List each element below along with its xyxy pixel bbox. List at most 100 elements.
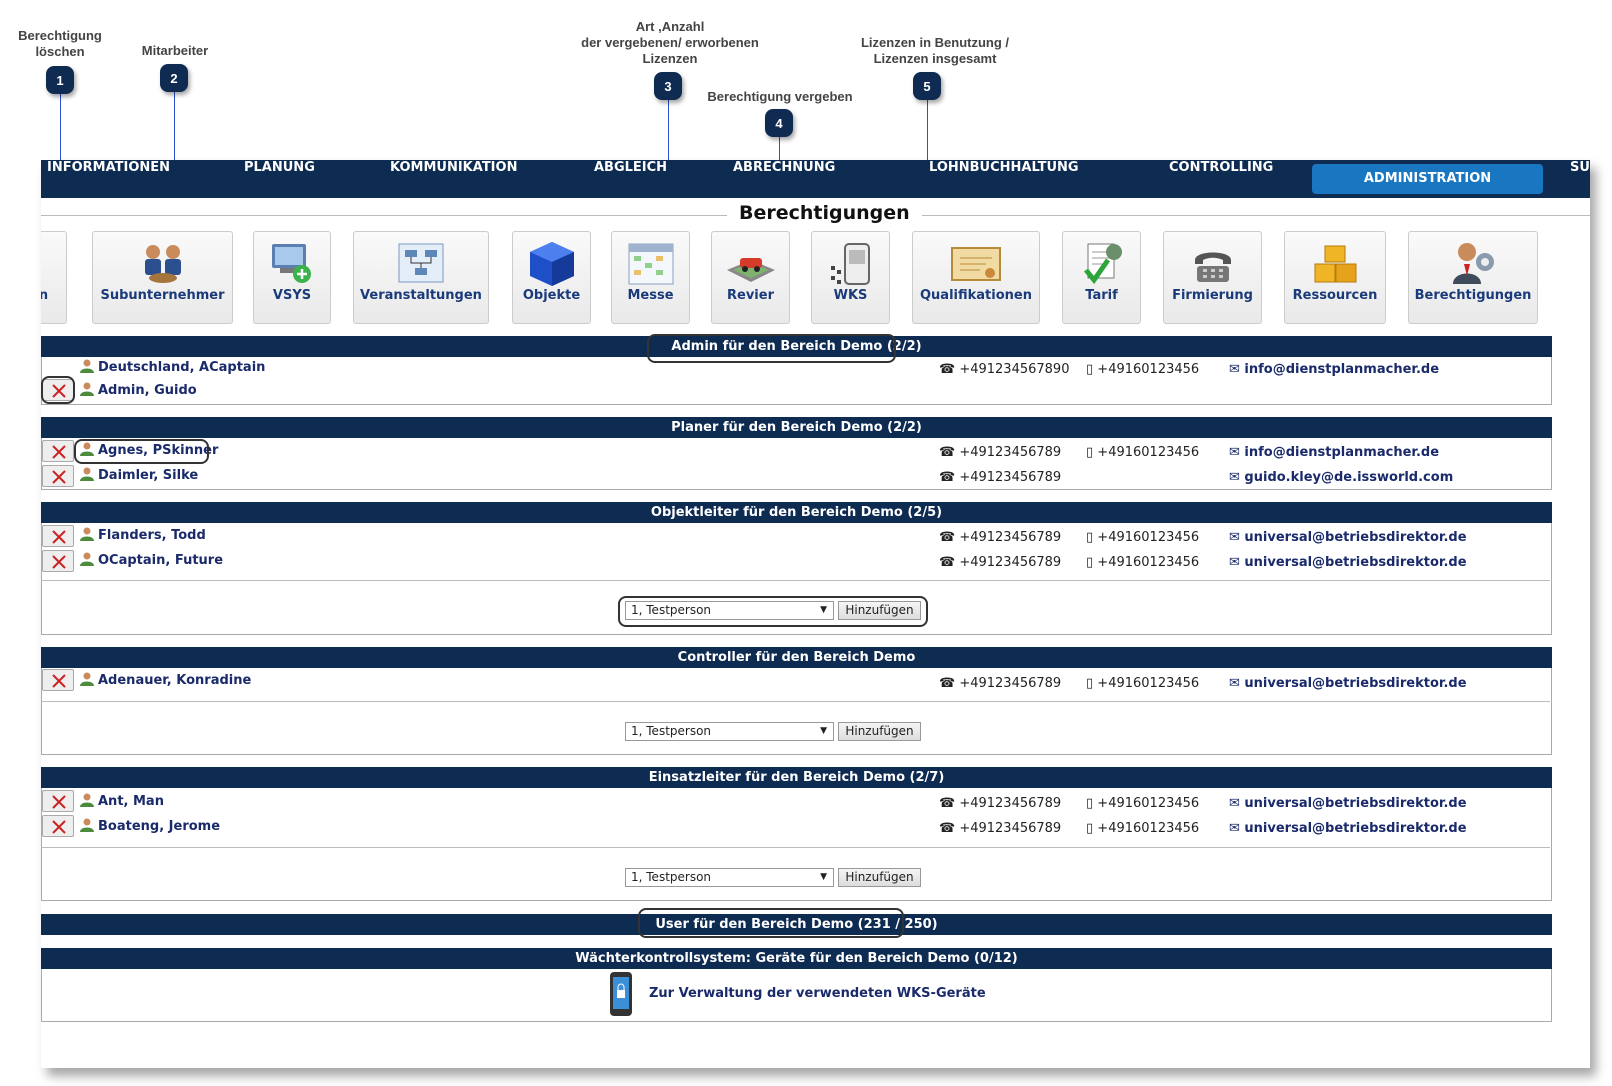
delete-button[interactable] bbox=[42, 790, 74, 812]
phone-number: ☎ +491234567890 bbox=[939, 362, 1069, 377]
tile-objekte[interactable]: Objekte bbox=[512, 231, 591, 324]
calendar-icon bbox=[628, 243, 673, 285]
email-link[interactable]: ✉ universal@betriebsdirektor.de bbox=[1229, 676, 1467, 691]
highlight-user-licenses bbox=[638, 908, 904, 938]
tile-vsys[interactable]: VSYS bbox=[253, 231, 331, 324]
delete-button[interactable] bbox=[42, 815, 74, 837]
email-link[interactable]: ✉ universal@betriebsdirektor.de bbox=[1229, 555, 1467, 570]
nav-abgleich[interactable]: ABGLEICH bbox=[594, 160, 668, 175]
tile-qualifikationen[interactable]: Qualifikationen bbox=[912, 231, 1040, 324]
mail-icon: ✉ bbox=[1229, 796, 1245, 811]
divider bbox=[41, 580, 1550, 581]
mail-icon: ✉ bbox=[1229, 362, 1245, 377]
email-link[interactable]: ✉ universal@betriebsdirektor.de bbox=[1229, 530, 1467, 545]
tile-label: Objekte bbox=[522, 288, 581, 303]
annotation-badge-2: 2 bbox=[160, 64, 188, 92]
mail-icon: ✉ bbox=[1229, 555, 1245, 570]
tile-wks[interactable]: WKS bbox=[811, 231, 890, 324]
wks-management-link[interactable]: Zur Verwaltung der verwendeten WKS-Gerät… bbox=[649, 986, 986, 1001]
email-link[interactable]: ✉ info@dienstplanmacher.de bbox=[1229, 445, 1439, 460]
tile-ressourcen[interactable]: Ressourcen bbox=[1284, 231, 1386, 324]
x-icon bbox=[52, 384, 66, 398]
tile-label: Subunternehmer bbox=[100, 288, 225, 303]
highlight-delete-button bbox=[41, 376, 75, 404]
user-icon bbox=[80, 818, 94, 832]
nav-planung[interactable]: PLANUNG bbox=[244, 160, 315, 175]
nav-administration[interactable]: ADMINISTRATION bbox=[1312, 164, 1543, 194]
employee-name[interactable]: Agnes, PSkinner bbox=[79, 442, 218, 458]
mobile-icon: ▯ bbox=[1086, 530, 1098, 545]
telephone-icon bbox=[1194, 252, 1231, 282]
add-button[interactable]: Hinzufügen bbox=[838, 868, 921, 887]
user-icon bbox=[80, 467, 94, 481]
employee-name[interactable]: Admin, Guido bbox=[79, 382, 197, 398]
email-text: universal@betriebsdirektor.de bbox=[1244, 796, 1467, 811]
employee-name-text: Flanders, Todd bbox=[98, 528, 206, 543]
tile-tarif[interactable]: Tarif bbox=[1062, 231, 1141, 324]
phone-icon: ☎ bbox=[939, 470, 960, 485]
add-button[interactable]: Hinzufügen bbox=[838, 722, 921, 741]
employee-name[interactable]: Flanders, Todd bbox=[79, 527, 206, 543]
email-link[interactable]: ✉ guido.kley@de.issworld.com bbox=[1229, 470, 1453, 485]
mobile-number: ▯ +49160123456 bbox=[1086, 530, 1199, 545]
email-link[interactable]: ✉ universal@betriebsdirektor.de bbox=[1229, 821, 1467, 836]
nav-lohnbuchhaltung[interactable]: LOHNBUCHHALTUNG bbox=[929, 160, 1079, 175]
tile-veranstaltungen[interactable]: Veranstaltungen bbox=[353, 231, 489, 324]
tile-label: en bbox=[41, 288, 49, 303]
section-body-einsatzleiter bbox=[41, 788, 1552, 901]
employee-name[interactable]: Adenauer, Konradine bbox=[79, 672, 251, 688]
phone-text: +49123456789 bbox=[959, 555, 1062, 570]
mobile-text: +49160123456 bbox=[1097, 362, 1200, 377]
app-frame: INFORMATIONEN PLANUNG KOMMUNIKATION ABGL… bbox=[41, 160, 1590, 1068]
mobile-icon: ▯ bbox=[1086, 821, 1098, 836]
phone-number: ☎ +49123456789 bbox=[939, 555, 1061, 570]
mobile-text: +49160123456 bbox=[1097, 821, 1200, 836]
tile-revier[interactable]: Revier bbox=[711, 231, 790, 324]
nav-informationen[interactable]: INFORMATIONEN bbox=[47, 160, 171, 175]
employee-select[interactable]: 1, Testperson▼ bbox=[625, 601, 834, 620]
nav-su[interactable]: SU bbox=[1570, 160, 1590, 175]
delete-button[interactable] bbox=[42, 525, 74, 547]
tile-partial[interactable]: en bbox=[41, 231, 67, 324]
delete-button[interactable] bbox=[42, 465, 74, 487]
main-nav: INFORMATIONEN PLANUNG KOMMUNIKATION ABGL… bbox=[41, 160, 1590, 198]
mobile-number: ▯ +49160123456 bbox=[1086, 362, 1199, 377]
employee-name[interactable]: Daimler, Silke bbox=[79, 467, 198, 483]
annotation-label-4: Berechtigung vergeben bbox=[707, 89, 853, 104]
highlight-employee bbox=[74, 439, 209, 464]
highlight-license-count bbox=[647, 334, 896, 363]
tile-subunternehmer[interactable]: Subunternehmer bbox=[92, 231, 233, 324]
mobile-icon: ▯ bbox=[1086, 676, 1098, 691]
divider bbox=[41, 847, 1550, 848]
email-link[interactable]: ✉ info@dienstplanmacher.de bbox=[1229, 362, 1439, 377]
phone-number: ☎ +49123456789 bbox=[939, 676, 1061, 691]
x-icon bbox=[52, 555, 66, 569]
delete-button[interactable] bbox=[42, 669, 74, 691]
wks-header: Wächterkontrollsystem: Geräte für den Be… bbox=[41, 948, 1552, 969]
tile-firmierung[interactable]: Firmierung bbox=[1163, 231, 1262, 324]
nav-abrechnung[interactable]: ABRECHNUNG bbox=[733, 160, 836, 175]
nav-controlling[interactable]: CONTROLLING bbox=[1169, 160, 1274, 175]
employee-name[interactable]: Ant, Man bbox=[79, 793, 164, 809]
employee-name-text: Boateng, Jerome bbox=[98, 819, 221, 834]
employee-name[interactable]: OCaptain, Future bbox=[79, 552, 223, 568]
add-button[interactable]: Hinzufügen bbox=[838, 601, 921, 620]
x-icon bbox=[52, 820, 66, 834]
email-link[interactable]: ✉ universal@betriebsdirektor.de bbox=[1229, 796, 1467, 811]
delete-button[interactable] bbox=[42, 440, 74, 462]
tile-berechtigungen[interactable]: Berechtigungen bbox=[1408, 231, 1538, 324]
highlight-add-control bbox=[618, 596, 928, 627]
delete-button[interactable] bbox=[42, 550, 74, 572]
employee-name[interactable]: Deutschland, ACaptain bbox=[79, 359, 265, 375]
section-body-planer bbox=[41, 438, 1552, 490]
employee-select[interactable]: 1, Testperson▼ bbox=[625, 868, 834, 887]
employee-name[interactable]: Boateng, Jerome bbox=[79, 818, 220, 834]
employee-select[interactable]: 1, Testperson▼ bbox=[625, 722, 834, 741]
mobile-icon: ▯ bbox=[1086, 445, 1098, 460]
tile-messe[interactable]: Messe bbox=[611, 231, 690, 324]
phone-icon: ☎ bbox=[939, 555, 960, 570]
phone-text: +49123456789 bbox=[959, 821, 1062, 836]
section-header-planer: Planer für den Bereich Demo (2/2) bbox=[41, 417, 1552, 438]
user-icon bbox=[80, 382, 94, 396]
nav-kommunikation[interactable]: KOMMUNIKATION bbox=[390, 160, 518, 175]
